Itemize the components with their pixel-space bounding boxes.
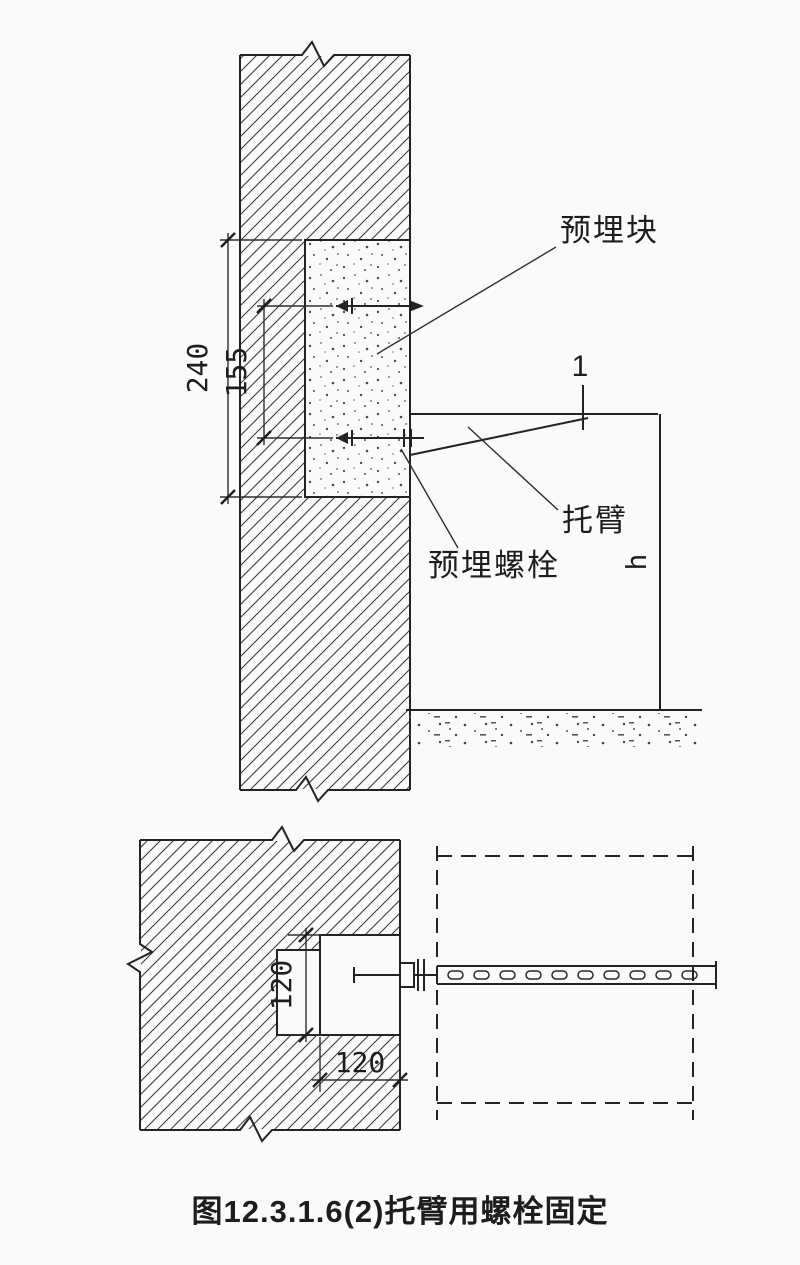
- leader-line: [376, 246, 557, 355]
- dimension-text-240: 240: [181, 343, 214, 394]
- wall-top-break-line: [240, 40, 410, 68]
- ground-texture: [406, 713, 702, 747]
- channel-bracket-plan: [436, 961, 717, 989]
- channel-slot: [473, 970, 490, 980]
- figure-caption: 图12.3.1.6(2)托臂用螺栓固定: [192, 1194, 609, 1229]
- plan-view: 120 120: [126, 825, 717, 1143]
- label-text-embedded-bolt: 预埋螺栓: [428, 548, 560, 583]
- dim-tick: [256, 298, 272, 314]
- label-text-embedded-block: 预埋块: [560, 213, 659, 248]
- embedded-block-outline: [304, 239, 411, 498]
- dimension-text-155: 155: [220, 347, 253, 398]
- dimension-text-120-horizontal: 120: [335, 1046, 386, 1079]
- dim-tick: [220, 489, 236, 505]
- channel-slot: [447, 970, 464, 980]
- dimension-h: h: [620, 414, 661, 710]
- section-cut-number: 1: [572, 350, 589, 383]
- wall-bottom-break-line: [140, 1115, 400, 1143]
- channel-slot: [655, 970, 672, 980]
- embedded-bolt-lower: [336, 429, 424, 447]
- bracket-bottom-taper: [409, 417, 589, 456]
- dimension-120-horizontal: 120: [312, 1037, 408, 1092]
- bolt-anchor-head: [336, 432, 348, 444]
- channel-slot: [499, 970, 516, 980]
- label-text-bracket: 托臂: [562, 503, 628, 538]
- section-cut-mark: 1: [572, 350, 589, 430]
- channel-slot: [681, 970, 698, 980]
- dim-tick: [392, 1072, 408, 1088]
- dimension-240: 240: [181, 232, 302, 505]
- ground: [406, 709, 702, 747]
- bolt-anchor-head: [336, 300, 348, 312]
- dim-tick: [220, 232, 236, 248]
- dimension-155: 155: [220, 298, 333, 446]
- embed-cutout: [277, 935, 400, 1035]
- embedded-block-texture: [305, 240, 410, 497]
- wall-bottom-break-line: [240, 775, 410, 803]
- embedded-bolt-upper: [336, 298, 424, 314]
- dim-tick: [312, 1072, 328, 1088]
- dim-tick: [256, 430, 272, 446]
- wall-top-break-line: [140, 825, 400, 853]
- bolt-plan: [353, 959, 437, 991]
- panel-dashed-outline: [436, 846, 694, 1120]
- embedded-block-section: [304, 239, 411, 498]
- leader-line: [467, 426, 559, 511]
- dimension-text-120-vertical: 120: [265, 960, 298, 1011]
- bolt-head: [399, 962, 415, 988]
- channel-slot: [551, 970, 568, 980]
- bracket-arm: [409, 413, 658, 456]
- channel-slot: [629, 970, 646, 980]
- channel-slot: [577, 970, 594, 980]
- dimension-120-vertical: 120: [265, 927, 322, 1043]
- dimension-text-h: h: [620, 554, 653, 571]
- label-embedded-bolt: 预埋螺栓: [400, 448, 560, 583]
- channel-slot: [603, 970, 620, 980]
- label-embedded-block: 预埋块: [376, 213, 659, 355]
- channel-slot: [525, 970, 542, 980]
- label-bracket: 托臂: [467, 426, 628, 538]
- bolt-arrowhead: [410, 300, 424, 312]
- section-view: 1 h 240 155 预埋块: [181, 40, 702, 803]
- embedded-block-plan: [276, 934, 401, 1036]
- channel-slots: [447, 970, 698, 980]
- dim-tick: [298, 1027, 314, 1043]
- dim-tick: [298, 927, 314, 943]
- wall-left-edge-with-break: [126, 840, 154, 1130]
- leader-line: [400, 448, 459, 549]
